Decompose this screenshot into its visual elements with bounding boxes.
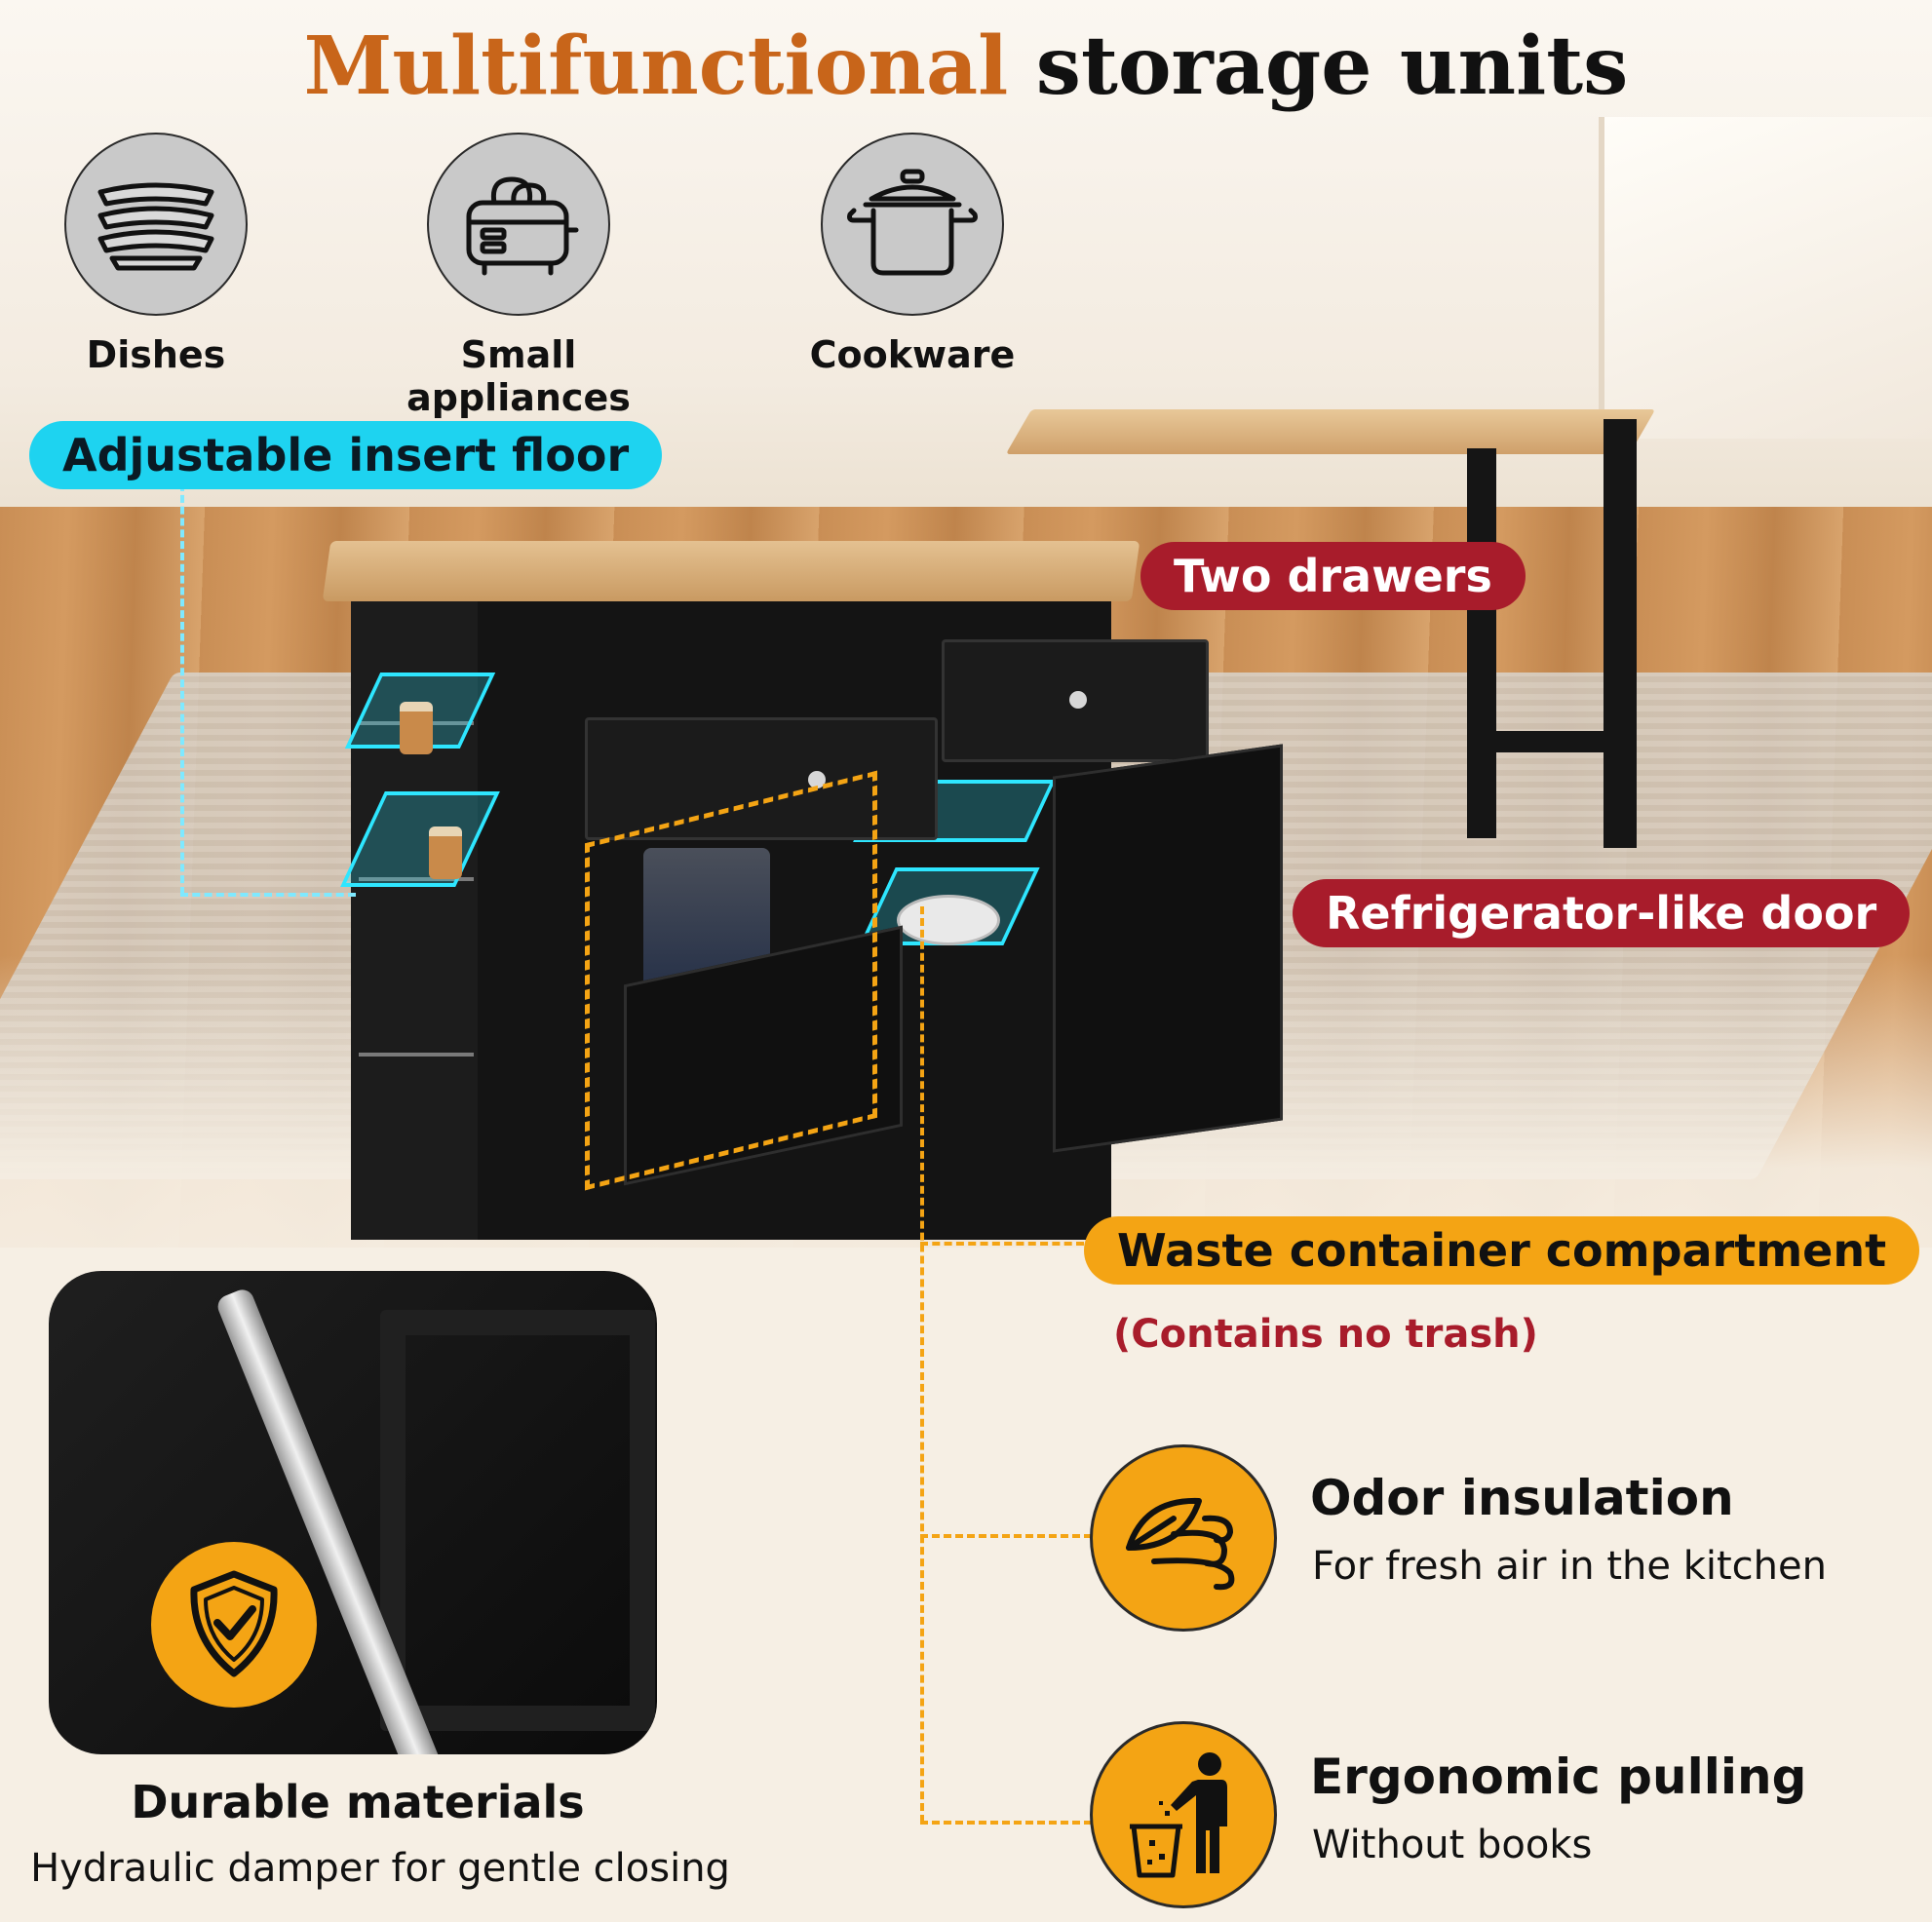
- category-small-appliances: Small appliances: [392, 133, 645, 419]
- callout-refrigerator-door: Refrigerator-like door: [1293, 879, 1911, 947]
- category-cookware: Cookware: [786, 133, 1039, 376]
- feature-title: Odor insulation: [1310, 1470, 1734, 1526]
- side-shelf: [359, 1053, 474, 1057]
- callout-line: [180, 893, 356, 901]
- category-dishes: Dishes: [29, 133, 283, 376]
- refrigerator-like-door[interactable]: [1053, 744, 1283, 1153]
- inset-title: Durable materials: [131, 1776, 585, 1828]
- waste-compartment-outline: [585, 770, 877, 1191]
- callout-two-drawers: Two drawers: [1140, 542, 1526, 610]
- right-drawer[interactable]: [942, 639, 1209, 762]
- island-countertop: [322, 541, 1140, 601]
- cooking-pot: [897, 895, 1000, 945]
- drawer-knob: [1069, 691, 1087, 709]
- table-leg: [1467, 448, 1496, 838]
- kitchen-window: [1599, 117, 1932, 439]
- title-rest: storage units: [1008, 19, 1629, 113]
- person-trash-icon: [1090, 1721, 1277, 1908]
- title-accent: Multifunctional: [303, 19, 1009, 113]
- callout-line: [920, 906, 928, 1823]
- category-label: Dishes: [86, 333, 226, 376]
- pot-icon: [821, 133, 1004, 316]
- door-frame: [380, 1310, 655, 1731]
- callout-line: [920, 1534, 1092, 1542]
- drawer-knob: [808, 771, 826, 788]
- feature-subtitle: Without books: [1312, 1823, 1593, 1867]
- callout-waste-compartment: Waste container compartment: [1084, 1216, 1920, 1285]
- storage-jar: [429, 826, 462, 879]
- toaster-icon: [427, 133, 610, 316]
- feature-subtitle: For fresh air in the kitchen: [1312, 1544, 1827, 1589]
- category-label: Small appliances: [406, 333, 631, 419]
- waste-note: (Contains no trash): [1113, 1312, 1538, 1357]
- leaf-wind-icon: [1090, 1444, 1277, 1632]
- table-leg: [1604, 419, 1637, 848]
- callout-line: [180, 483, 188, 895]
- extended-countertop: [1005, 409, 1656, 454]
- table-rail: [1482, 731, 1618, 752]
- hydraulic-damper-closeup: [49, 1271, 657, 1754]
- category-label: Cookware: [809, 333, 1016, 376]
- feature-title: Ergonomic pulling: [1310, 1749, 1807, 1805]
- shield-check-icon: [151, 1542, 317, 1708]
- plates-icon: [64, 133, 248, 316]
- callout-line: [920, 1242, 1084, 1249]
- side-shelf: [359, 877, 474, 881]
- page-title: Multifunctional storage units: [0, 18, 1932, 115]
- storage-jar: [400, 702, 433, 754]
- left-drawer[interactable]: [585, 717, 938, 840]
- callout-line: [920, 1821, 1092, 1828]
- inset-subtitle: Hydraulic damper for gentle closing: [30, 1846, 730, 1891]
- callout-adjustable-insert-floor: Adjustable insert floor: [29, 421, 663, 489]
